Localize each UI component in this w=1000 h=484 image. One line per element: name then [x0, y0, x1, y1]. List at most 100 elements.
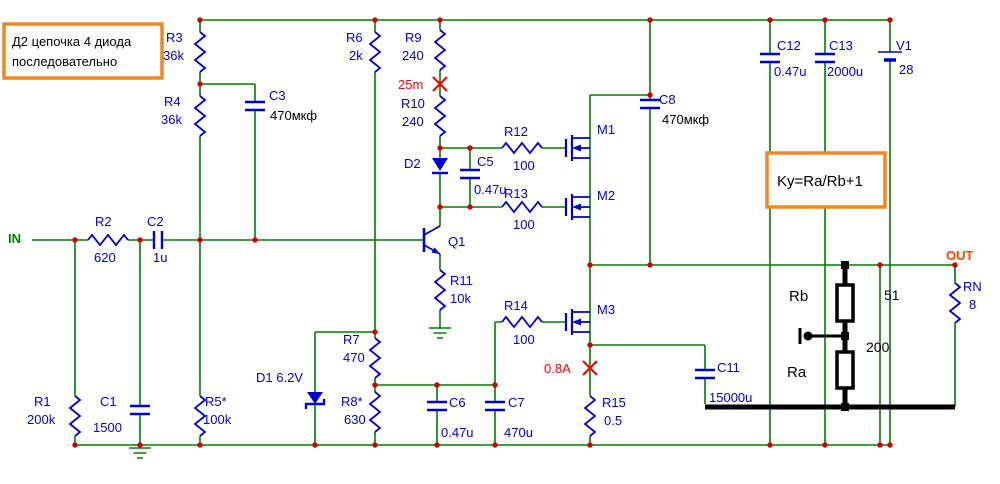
label-r3-value: 36k — [163, 48, 184, 63]
label-r12-name: R12 — [504, 124, 528, 139]
diode-D2 — [432, 158, 448, 175]
label-r9-name: R9 — [405, 30, 422, 45]
label-r8-name: R8* — [341, 394, 363, 409]
current-probe-x-r9 — [432, 76, 448, 92]
junction-dot — [492, 442, 498, 448]
resistor-R1 — [68, 395, 82, 437]
junction-dot — [822, 442, 828, 448]
label-rn-value: 8 — [969, 297, 976, 312]
feedback-resistor-rb — [835, 283, 855, 323]
resistor-R10 — [433, 95, 447, 137]
feedback-network-annotation — [705, 261, 955, 411]
junction-dot — [887, 442, 893, 448]
label-c5-name: C5 — [477, 154, 494, 169]
junction-dot — [877, 442, 883, 448]
junction-dot — [72, 442, 78, 448]
resistor-R15 — [583, 395, 597, 437]
resistor-R12 — [501, 141, 543, 155]
port-out-label: OUT — [946, 248, 974, 263]
label-r15-name: R15 — [602, 395, 626, 410]
feedback-junction-mid — [841, 332, 849, 340]
label-c12-value: 0.47u — [774, 64, 807, 79]
label-m1-name: M1 — [597, 122, 615, 137]
wires — [32, 19, 956, 459]
label-c13-name: C13 — [829, 38, 853, 53]
junction-dot — [197, 17, 203, 23]
ground-symbol-q1 — [429, 327, 451, 339]
label-r5-value: 100k — [203, 412, 232, 427]
mosfet-M3 — [564, 309, 590, 335]
resistor-R2 — [87, 233, 129, 247]
label-r5-name: R5* — [205, 394, 227, 409]
current-marker-25m-label: 25m — [398, 77, 423, 92]
mosfet-M2 — [564, 194, 590, 220]
label-v1-name: V1 — [896, 38, 912, 53]
junction-dot — [437, 145, 443, 151]
junction-dot — [312, 442, 318, 448]
label-r6-name: R6 — [346, 30, 363, 45]
resistor-RN — [948, 282, 962, 324]
labels: R3 36k R4 36k C3 470мкф R6 2k R9 240 R10… — [8, 30, 982, 440]
capacitor-C5 — [460, 168, 480, 180]
label-r11-value: 10k — [450, 291, 471, 306]
junction-dot — [467, 204, 473, 210]
resistor-R7 — [368, 337, 382, 379]
junction-dot — [437, 17, 443, 23]
label-r13-value: 100 — [513, 217, 535, 232]
transistor-Q1 — [422, 225, 441, 255]
junction-dot — [137, 442, 143, 448]
junction-dot — [137, 237, 143, 243]
label-c7-value: 470u — [504, 425, 533, 440]
label-r14-name: R14 — [504, 298, 528, 313]
label-c1-name: C1 — [100, 394, 117, 409]
feedback-ra-value: 200 — [866, 339, 890, 355]
label-d1-name: D1 6.2V — [256, 370, 303, 385]
junction-dot — [492, 382, 498, 388]
label-r3-name: R3 — [166, 30, 183, 45]
junction-dot — [647, 17, 653, 23]
junction-dot — [372, 17, 378, 23]
label-r14-value: 100 — [513, 332, 535, 347]
label-r2-name: R2 — [95, 214, 112, 229]
feedback-resistor-ra — [835, 350, 855, 390]
feedback-rb-label: Rb — [789, 288, 808, 305]
junction-dot — [434, 442, 440, 448]
capacitor-C8 — [640, 98, 660, 110]
label-rn-name: RN — [963, 279, 982, 294]
port-in-label: IN — [8, 231, 21, 246]
junction-dot — [437, 204, 443, 210]
junction-dot — [467, 145, 473, 151]
junction-dots — [72, 17, 958, 448]
label-c8-value: 470мкф — [662, 112, 709, 127]
feedback-rb-value: 51 — [884, 287, 900, 303]
label-c6-value: 0.47u — [441, 425, 474, 440]
feedback-junction-top — [841, 261, 849, 269]
label-c5-value: 0.47u — [474, 182, 507, 197]
label-c3-name: C3 — [269, 88, 286, 103]
resistor-R14 — [501, 315, 543, 329]
feedback-junction-bottom — [841, 403, 849, 411]
feedback-tap-dot — [803, 331, 813, 341]
junction-dot — [877, 262, 883, 268]
resistor-R6 — [368, 31, 382, 73]
junction-dot — [587, 442, 593, 448]
label-r2-value: 620 — [94, 250, 116, 265]
label-r12-value: 100 — [513, 158, 535, 173]
label-r9-value: 240 — [402, 48, 424, 63]
capacitor-C12 — [760, 52, 780, 64]
label-v1-value: 28 — [899, 62, 913, 77]
battery-V1 — [878, 51, 902, 62]
resistor-R11 — [433, 269, 447, 311]
note-d2-line2: последовательно — [12, 54, 117, 69]
note-box-d2 — [2, 22, 164, 80]
label-c3-value: 470мкф — [270, 108, 317, 123]
label-r10-name: R10 — [401, 96, 425, 111]
label-c1-value: 1500 — [93, 420, 122, 435]
current-probe-x-m3 — [582, 360, 598, 376]
capacitor-C2 — [152, 231, 164, 249]
junction-dot — [647, 92, 653, 98]
resistor-R5 — [193, 395, 207, 437]
capacitor-C13 — [815, 52, 835, 64]
feedback-ra-label: Ra — [787, 364, 807, 381]
